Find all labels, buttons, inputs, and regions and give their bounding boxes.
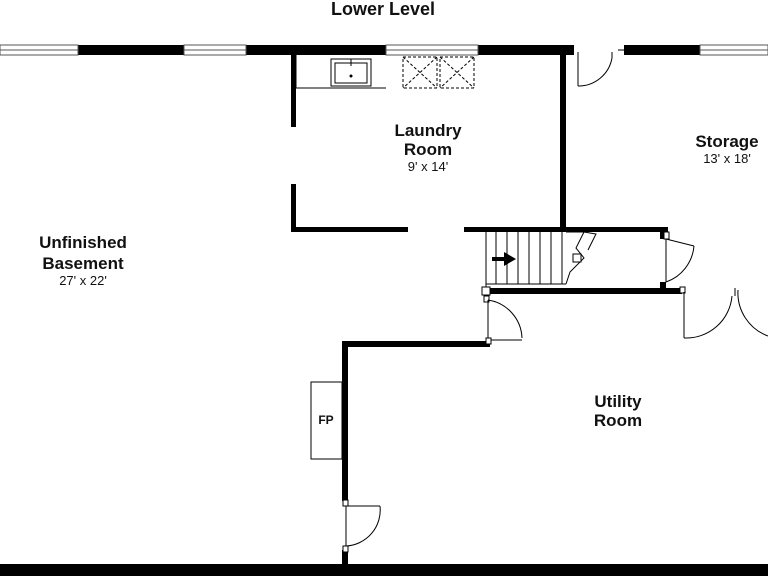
dryer-icon — [439, 56, 475, 89]
door-utility-top — [483, 295, 523, 345]
arrow-right-icon — [492, 252, 516, 266]
room-name: Utility — [594, 392, 642, 411]
window — [183, 44, 247, 56]
fireplace-label: FP — [318, 413, 333, 427]
sink-icon — [330, 58, 372, 87]
room-label-utility: Utility Room — [594, 392, 642, 430]
room-name: Room — [404, 140, 452, 159]
room-name: Basement — [42, 254, 124, 273]
exterior-wall-bottom — [0, 564, 768, 576]
door-storage-double — [679, 286, 768, 339]
laundry-counter — [295, 55, 386, 89]
washer-icon — [402, 56, 438, 89]
window — [0, 44, 79, 56]
room-label-unfinished: Unfinished Basement 27' x 22' — [39, 233, 127, 288]
exterior-wall-top — [78, 45, 700, 55]
room-name: Storage — [695, 132, 758, 151]
stairs — [481, 227, 682, 296]
room-name: Unfinished — [39, 233, 127, 252]
fireplace: FP — [310, 381, 343, 460]
door-storage-top — [577, 49, 624, 87]
room-size: 13' x 18' — [703, 151, 751, 166]
room-size: 27' x 22' — [59, 273, 107, 288]
room-label-storage: Storage 13' x 18' — [695, 132, 758, 166]
door-stair-closet — [663, 231, 695, 283]
utility-walls — [342, 341, 490, 566]
room-size: 9' x 14' — [408, 159, 448, 174]
window — [699, 44, 768, 56]
room-name: Room — [594, 411, 642, 430]
door-utility-bottom — [342, 499, 381, 553]
plan-title: Lower Level — [331, 0, 435, 19]
room-name: Laundry — [394, 121, 462, 140]
room-label-laundry: Laundry Room 9' x 14' — [394, 121, 462, 174]
laundry-walls — [291, 55, 668, 232]
window — [385, 44, 479, 56]
